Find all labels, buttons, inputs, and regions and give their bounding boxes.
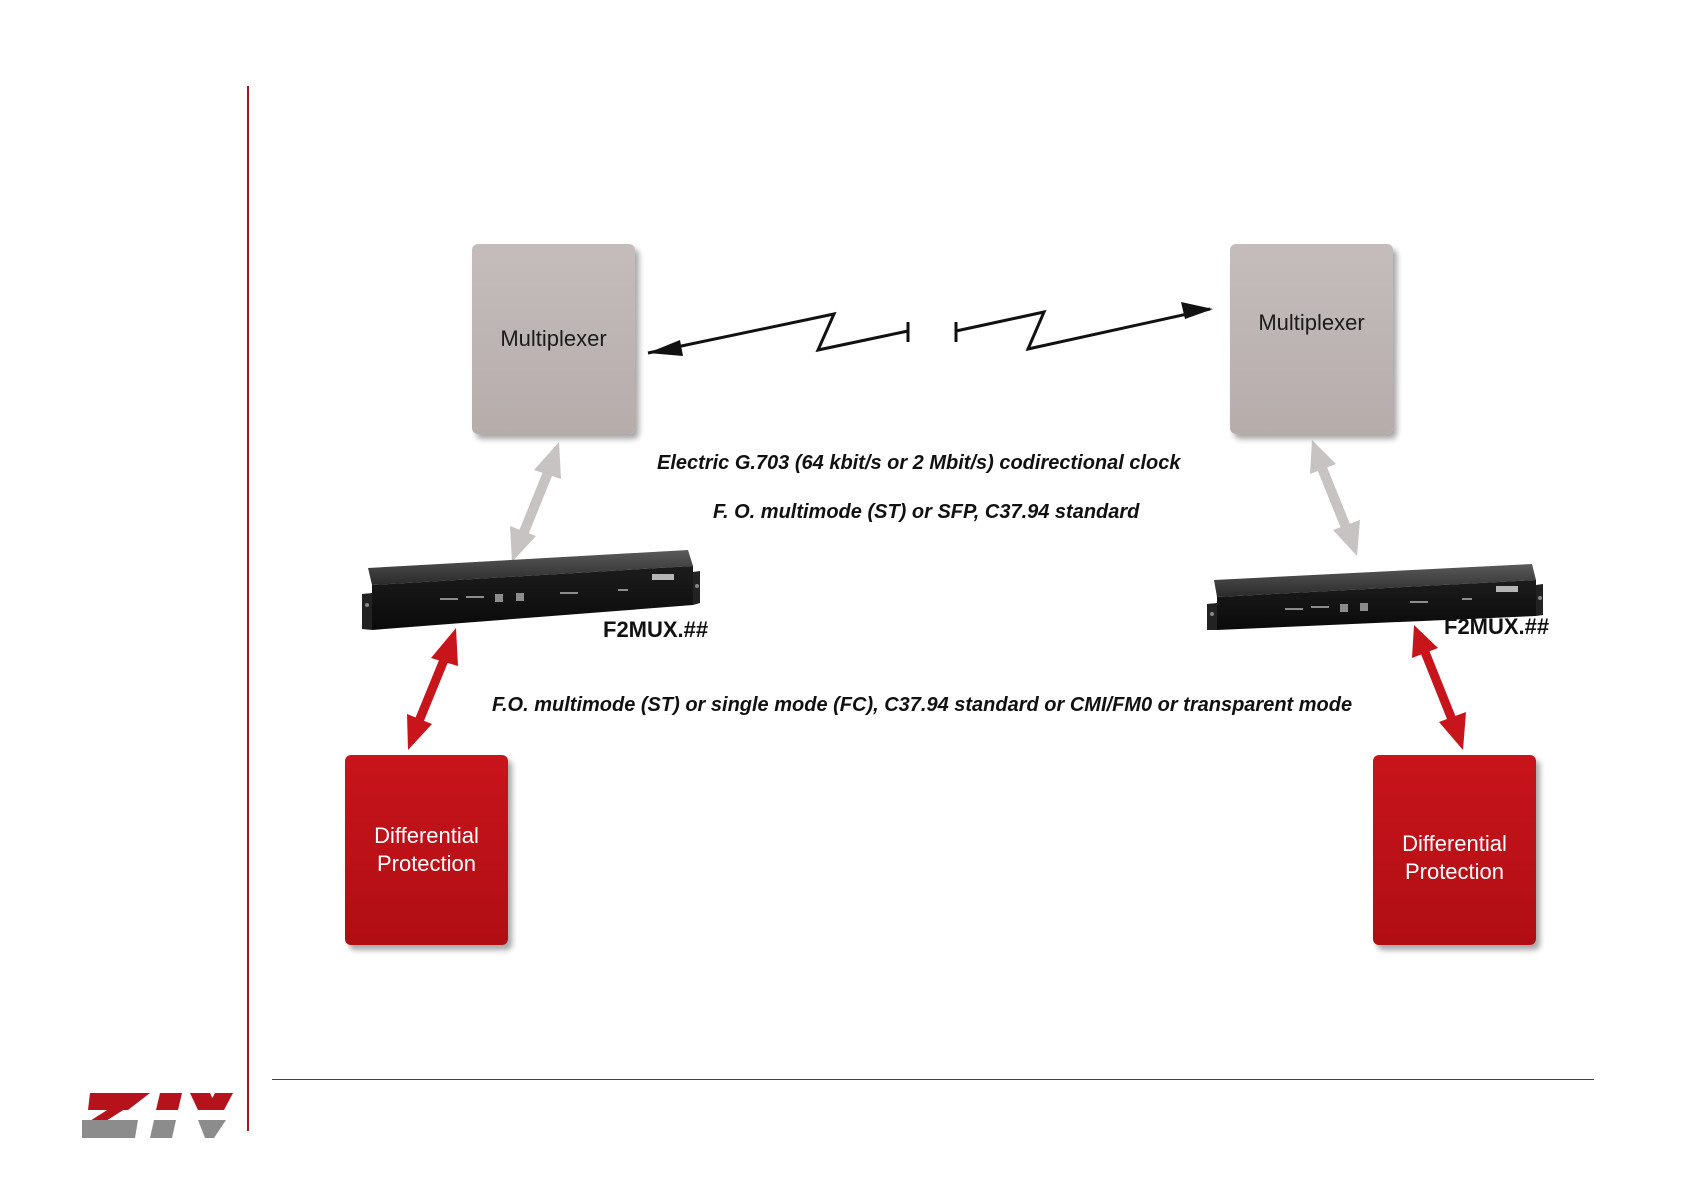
- double-arrow-icon-red-right: [1412, 625, 1466, 750]
- device-label-left: F2MUX.##: [603, 617, 708, 643]
- double-arrow-icon-red-left: [407, 628, 458, 750]
- note-fo-multimode-sfp: F. O. multimode (ST) or SFP, C37.94 stan…: [713, 501, 1139, 524]
- protection-label-line1: Differential: [374, 822, 479, 850]
- differential-protection-box-left: Differential Protection: [345, 755, 508, 945]
- lightning-link-arrow-icon-right: [956, 302, 1213, 349]
- protection-label-line2: Protection: [374, 850, 479, 878]
- differential-protection-box-right: Differential Protection: [1373, 755, 1536, 945]
- protection-label-line1: Differential: [1402, 830, 1507, 858]
- multiplexer-box-left: Multiplexer: [472, 244, 635, 434]
- ziv-logo: [82, 1093, 233, 1138]
- note-electric-g703: Electric G.703 (64 kbit/s or 2 Mbit/s) c…: [657, 452, 1181, 475]
- protection-label-line2: Protection: [1402, 858, 1507, 886]
- double-arrow-icon-gray-right: [1310, 440, 1360, 556]
- device-label-right: F2MUX.##: [1444, 614, 1549, 640]
- multiplexer-label: Multiplexer: [500, 325, 606, 353]
- lightning-link-arrow-icon-left: [648, 314, 908, 356]
- note-fo-single-mode: F.O. multimode (ST) or single mode (FC),…: [492, 694, 1352, 717]
- double-arrow-icon-gray-left: [510, 442, 561, 562]
- multiplexer-label: Multiplexer: [1258, 309, 1364, 337]
- multiplexer-box-right: Multiplexer: [1230, 244, 1393, 434]
